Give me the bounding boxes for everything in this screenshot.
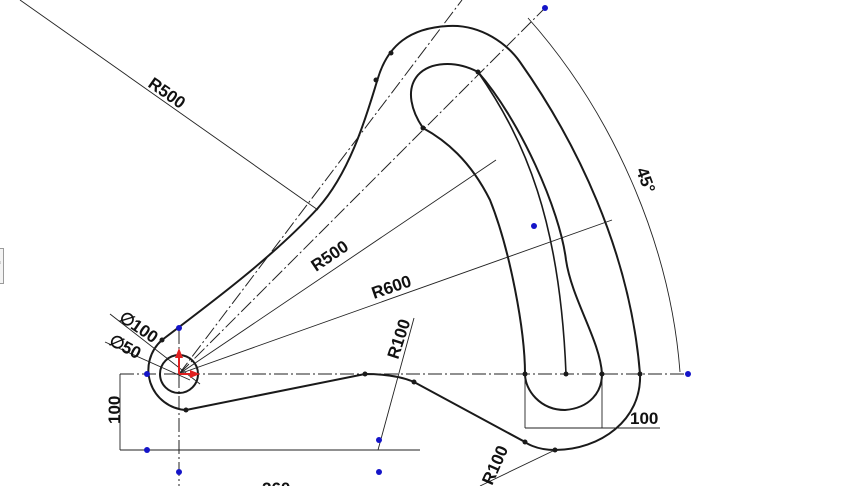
centerlines — [120, 0, 690, 486]
dim-r500-mid[interactable]: R500 — [308, 237, 352, 275]
panel-collapse-handle[interactable]: ⚙ — [0, 248, 4, 284]
inner-slot — [409, 63, 604, 412]
dim-angle-45[interactable]: 45° — [632, 165, 659, 196]
hub-outer-arc — [147, 339, 187, 411]
dim-width-100[interactable]: 100 — [630, 409, 658, 428]
dim-r100-bottom[interactable]: R100 — [478, 443, 512, 486]
middle-arc — [477, 71, 567, 375]
sketch-points[interactable] — [144, 5, 691, 475]
outer-contour — [161, 24, 642, 452]
dim-height-100[interactable]: 100 — [105, 396, 124, 424]
origin-icon — [175, 348, 200, 378]
dim-bottom-partial[interactable]: 260 — [262, 479, 290, 486]
dim-r500-outer[interactable]: R500 — [145, 74, 189, 113]
dim-r100-top[interactable]: R100 — [384, 317, 415, 362]
panel-handle-icon: ⚙ — [0, 259, 1, 267]
dimension-lines — [19, 0, 681, 486]
